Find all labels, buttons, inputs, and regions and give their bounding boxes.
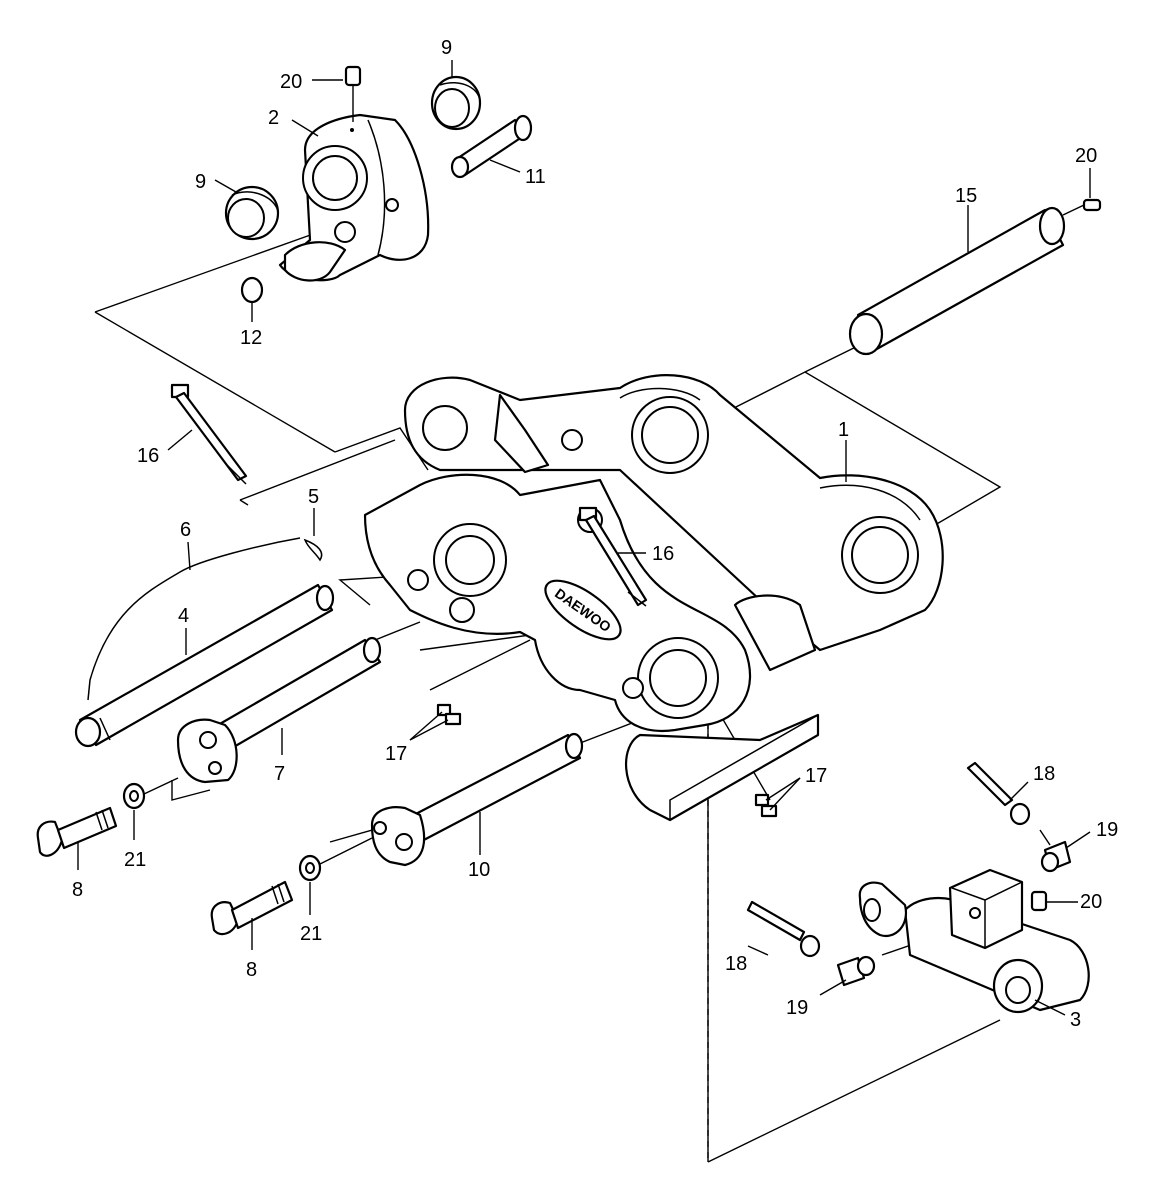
callout-10: 10 xyxy=(468,859,490,881)
callout-9-top: 9 xyxy=(441,37,452,59)
callout-17-right: 17 xyxy=(805,765,827,787)
fitting-part-19-upper xyxy=(1040,840,1072,873)
callout-11: 11 xyxy=(525,166,546,188)
callout-1: 1 xyxy=(838,419,849,441)
callout-leaders xyxy=(77,60,1091,1016)
callout-16-center: 16 xyxy=(652,543,674,565)
clip-part-5 xyxy=(303,538,323,562)
callout-numbers: 20 9 2 9 11 12 15 20 1 16 5 16 6 4 7 21 … xyxy=(72,37,1118,1031)
bolt-part-16-center xyxy=(578,506,648,607)
pin-part-10 xyxy=(370,732,584,867)
callout-5: 5 xyxy=(308,486,319,508)
bolt-part-17-left xyxy=(436,703,462,726)
callout-19-upper: 19 xyxy=(1096,819,1118,841)
callout-8-lower: 8 xyxy=(246,959,257,981)
bolt-part-16-left xyxy=(170,383,248,485)
callout-9-left: 9 xyxy=(195,171,206,193)
bushing-part-9-upper xyxy=(430,75,482,131)
fitting-part-19-lower xyxy=(836,955,876,987)
grease-nipple-part-20-right xyxy=(1062,198,1102,216)
callout-6: 6 xyxy=(180,519,191,541)
pin-part-7 xyxy=(176,636,382,784)
daewoo-logo-oval xyxy=(544,579,622,641)
main-frame-part-1: DAEWOO xyxy=(363,374,944,822)
grease-nipple-part-20-lower xyxy=(1030,890,1048,912)
callout-19-lower: 19 xyxy=(786,997,808,1019)
wire-part-6 xyxy=(87,537,301,701)
callout-2: 2 xyxy=(268,107,279,129)
callout-18-lower: 18 xyxy=(725,953,747,975)
housing-part-2 xyxy=(278,113,430,282)
callout-7: 7 xyxy=(274,763,285,785)
pin-part-11 xyxy=(450,114,533,179)
bolt-part-8-lower xyxy=(210,880,294,936)
callout-21-upper: 21 xyxy=(124,849,146,871)
callout-3: 3 xyxy=(1070,1009,1081,1031)
pin-part-4 xyxy=(74,583,335,748)
callout-20-lower: 20 xyxy=(1080,891,1102,913)
grease-nipple-part-20-upper xyxy=(344,65,362,122)
hose-part-18-lower xyxy=(746,900,821,958)
bolt-part-8-upper xyxy=(36,806,118,857)
callout-21-lower: 21 xyxy=(300,923,322,945)
bolt-part-17-right xyxy=(754,793,778,818)
callout-15: 15 xyxy=(955,185,977,207)
callout-20-top: 20 xyxy=(280,71,302,93)
callout-12: 12 xyxy=(240,327,262,349)
callout-18-upper: 18 xyxy=(1033,763,1055,785)
callout-17-left: 17 xyxy=(385,743,407,765)
assembly-lines xyxy=(94,227,1051,1163)
hose-part-18-upper xyxy=(966,761,1031,826)
callout-20-right: 20 xyxy=(1075,145,1097,167)
callout-8-upper: 8 xyxy=(72,879,83,901)
pin-part-15 xyxy=(848,206,1066,356)
cylinder-part-3 xyxy=(858,868,1090,1014)
callout-4: 4 xyxy=(178,605,189,627)
callout-16-left: 16 xyxy=(137,445,159,467)
bushing-part-9-lower xyxy=(224,185,280,241)
snap-ring-part-12 xyxy=(240,276,264,304)
